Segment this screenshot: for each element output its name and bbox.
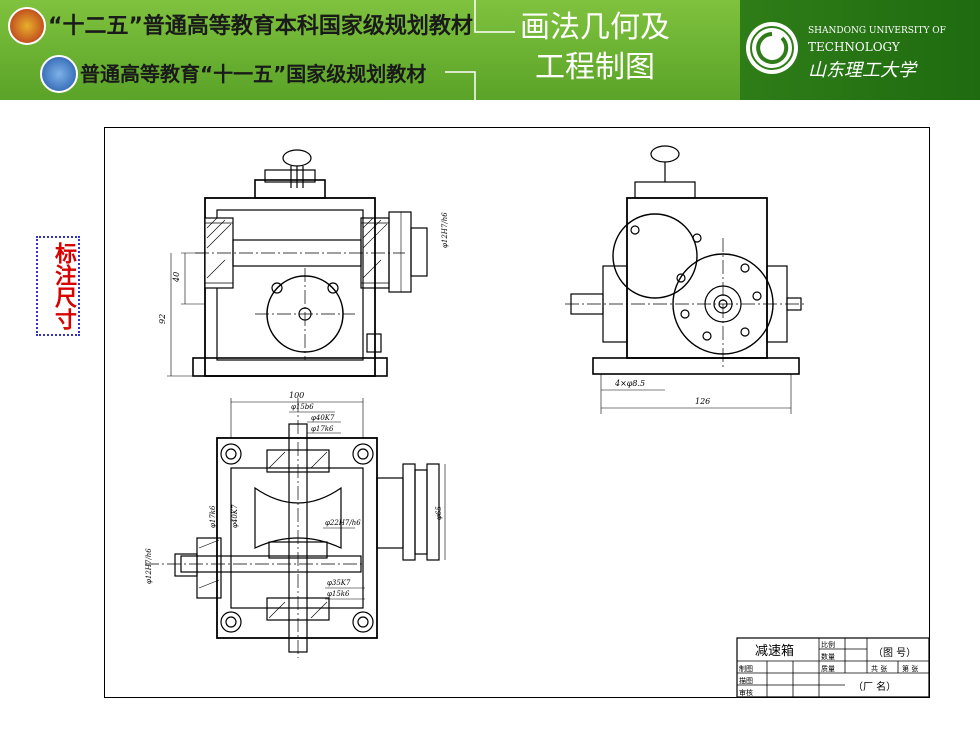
- book-title: 画法几何及 工程制图: [520, 8, 670, 88]
- dim-40: 40: [172, 272, 181, 283]
- book-title-line-2: 工程制图: [535, 50, 655, 85]
- university-cn-name: 山东理工大学: [808, 60, 916, 81]
- dim-35K7: φ35K7: [327, 579, 351, 587]
- title-line-1: “十二五”普通高等教育本科国家级规划教材: [48, 14, 473, 39]
- dim-126: 126: [695, 397, 710, 406]
- dim-40K7: φ40K7: [311, 414, 335, 422]
- dim-92: 92: [158, 314, 167, 324]
- dim-pulley-fit: φ12H7/h6: [441, 212, 449, 248]
- dim-left-17k6: φ17k6: [209, 505, 217, 528]
- dim-65: φ65: [435, 506, 443, 520]
- title-block-traced: 描图: [739, 676, 753, 685]
- title-block-scale-label: 比例: [821, 640, 835, 649]
- dim-15b6: φ15b6: [291, 403, 314, 411]
- dim-22-fit: φ22H7/h6: [325, 519, 361, 527]
- side-label-dimensioning: 标注尺寸: [36, 236, 80, 336]
- dim-15k6: φ15k6: [327, 590, 350, 598]
- dim-left-12-fit: φ12H7/h6: [145, 548, 153, 584]
- title-block-checked: 审核: [739, 688, 753, 697]
- university-seal-icon: [746, 22, 798, 74]
- title-block-drawn: 制图: [739, 664, 753, 673]
- title-block-drawing-no: （图 号）: [873, 647, 916, 659]
- edition-logo-icon: [40, 55, 78, 93]
- title-block-name: 减速箱: [755, 643, 794, 659]
- title-block-sheets-nth: 第 张: [902, 664, 918, 673]
- book-title-line-1: 画法几何及: [520, 10, 670, 45]
- banner-divider: [445, 0, 515, 100]
- dim-holes: 4×φ8.5: [614, 379, 645, 388]
- header-banner: “十二五”普通高等教育本科国家级规划教材 普通高等教育“十一五”国家级规划教材 …: [0, 0, 980, 100]
- title-block-mass-label: 质量: [821, 664, 835, 673]
- dim-17k6: φ17k6: [311, 425, 334, 433]
- title-block-factory: （厂 名）: [853, 680, 896, 693]
- university-en-line-1: SHANDONG UNIVERSITY OF: [808, 26, 946, 36]
- textbook-logo-icon: [8, 7, 46, 45]
- drawing-sheet: 40 92 φ12H7/h6: [104, 127, 930, 698]
- top-view: 100 φ15b6 φ40K7 φ17k6 φ22H7/h6 φ65 φ35K7…: [145, 391, 446, 658]
- dim-left-40K7: φ40K7: [231, 504, 239, 528]
- title-line-2: 普通高等教育“十一五”国家级规划教材: [80, 62, 427, 86]
- title-block-sheets-total: 共 张: [871, 664, 887, 673]
- reducer-assembly-drawing: 40 92 φ12H7/h6: [145, 145, 930, 698]
- front-view: 40 92 φ12H7/h6: [158, 149, 449, 377]
- side-view: 4×φ8.5 126: [565, 145, 805, 414]
- dim-100: 100: [289, 391, 304, 400]
- university-en-line-2: TECHNOLOGY: [808, 40, 900, 54]
- title-block-qty-label: 数量: [821, 652, 835, 661]
